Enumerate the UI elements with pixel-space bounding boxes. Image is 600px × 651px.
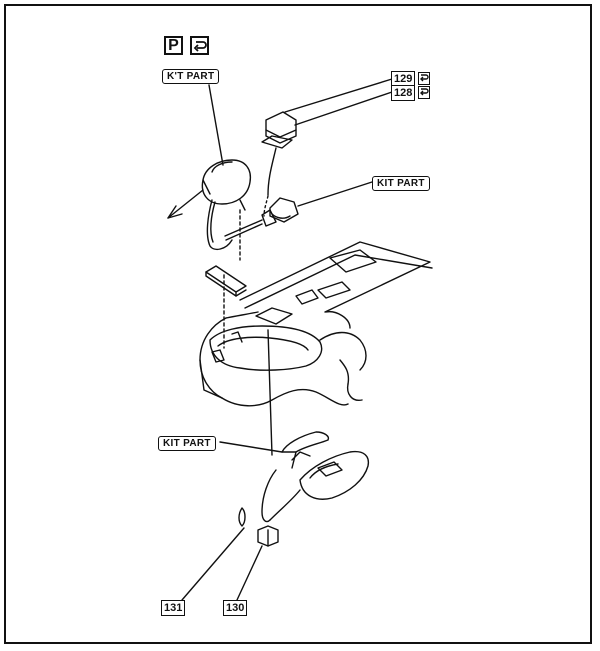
return-arrow-icon xyxy=(190,36,209,55)
parking-icon: P xyxy=(164,36,183,55)
mirror-inner-cover xyxy=(238,431,370,527)
callout-128: 128 xyxy=(391,85,416,101)
return-arrow-glyph-129 xyxy=(420,74,429,82)
kit-part-label-top: K'T PART xyxy=(162,69,220,84)
leader-128 xyxy=(294,91,393,126)
callout-131: 131 xyxy=(161,600,186,616)
diagram-frame xyxy=(4,4,592,644)
leader-130 xyxy=(236,545,263,601)
kit-part-label-bottom: KIT PART xyxy=(158,436,216,451)
leader-131 xyxy=(181,527,245,601)
mounting-clip xyxy=(205,265,247,297)
door-mirror-assembly xyxy=(167,159,252,251)
mirror-control-knob xyxy=(224,181,373,261)
return-arrow-icon xyxy=(418,86,430,99)
leader-129 xyxy=(284,78,393,113)
kit-part-label-middle: KIT PART xyxy=(372,176,430,191)
door-trim-panel xyxy=(199,241,433,407)
callout-130: 130 xyxy=(223,600,248,616)
leader-kit-part-top xyxy=(208,84,224,166)
leader-kit-part-middle xyxy=(297,181,373,207)
return-arrow-icon xyxy=(418,72,430,85)
small-block-130 xyxy=(257,525,279,547)
parking-symbol: P xyxy=(168,36,179,54)
guide-line-right xyxy=(267,329,273,456)
return-arrow-glyph xyxy=(193,41,207,52)
mirror-switch-upper xyxy=(261,78,393,196)
leader-kit-part-bottom xyxy=(219,441,283,453)
return-arrow-glyph-128 xyxy=(420,88,429,96)
